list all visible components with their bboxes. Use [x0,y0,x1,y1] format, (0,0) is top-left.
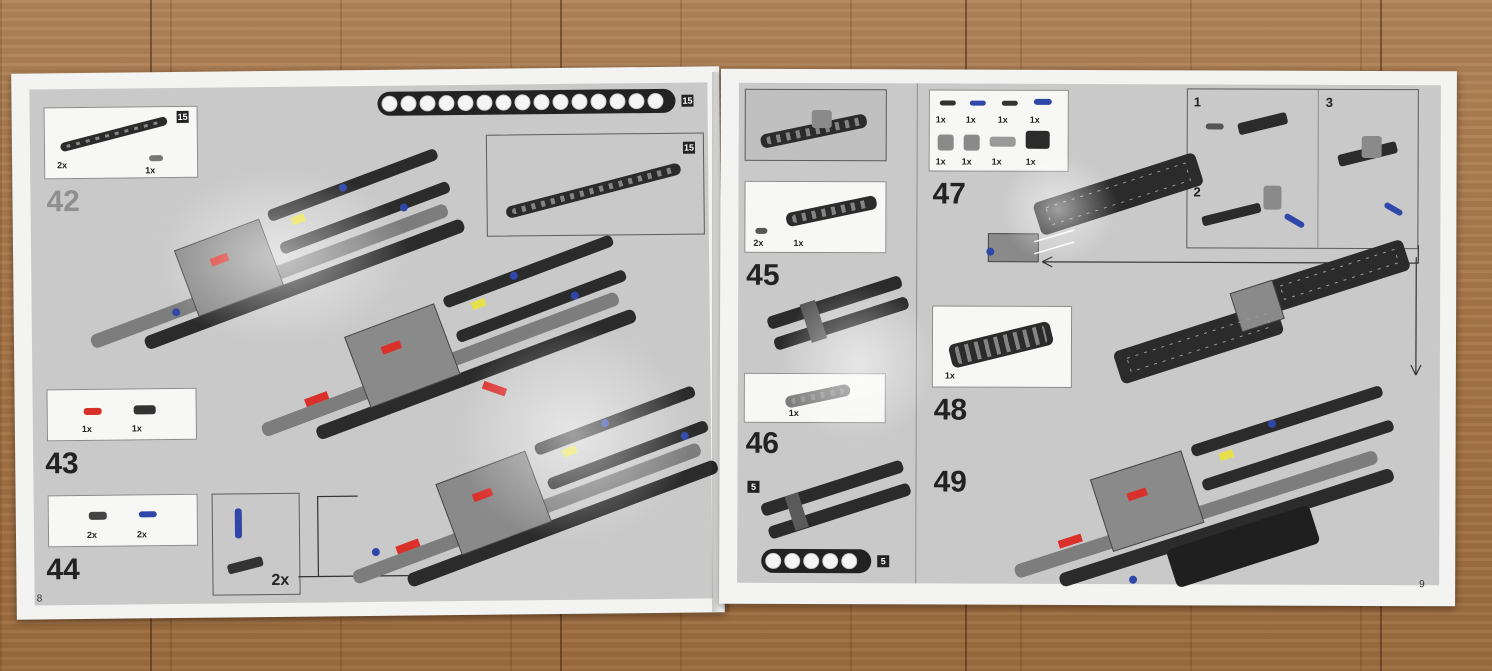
step-number-44: 44 [46,553,80,587]
callout-length-tag: 15 [682,141,696,154]
step-number-49: 49 [933,465,967,499]
subassembly-frame: 2x [211,492,301,596]
subassembly-multiplier: 2x [271,571,290,590]
page-right-background: 2x 1x 45 1x 46 5 5 [737,82,1441,587]
step-number-43: 43 [45,447,79,481]
pin-part [1001,100,1018,106]
beam-part [947,320,1055,369]
assembly-illustration-step-48-result [1113,240,1422,384]
part-qty: 2x [86,529,98,540]
part-length-tag: 15 [176,110,189,123]
part-qty: 1x [1029,114,1040,125]
assembly-illustration-step-46 [761,460,911,539]
previous-assembly-frame [744,88,887,162]
substep-3: 3 [1325,94,1334,110]
parts-panel-step-45: 2x 1x [744,180,887,254]
instruction-page-left: 15 2x 1x 42 15 15 [11,66,725,620]
blue-pin-part [1383,201,1404,217]
substep-1: 1 [1193,94,1202,110]
beam-part [59,115,169,153]
part-qty: 1x [935,156,946,167]
substep-divider [1317,89,1319,248]
parts-panel-step-46: 1x [743,372,886,424]
connector-part [226,555,265,575]
angle-beam-part [1237,111,1289,136]
assembly-illustration-step-49 [1014,386,1394,587]
part-qty: 1x [131,423,142,434]
column-divider [915,83,918,584]
blue-pin-part [138,511,157,518]
part-qty: 1x [961,156,972,167]
blue-pin-part [1283,212,1306,229]
pin-part [1205,123,1224,130]
counter-tag: 15 [681,94,694,107]
pin-part [939,100,956,106]
connector-part [88,511,107,520]
callout-frame: 15 [485,132,705,237]
part-qty: 1x [944,370,955,381]
beam-part [784,194,878,228]
pin-part [755,227,768,234]
connector-part [133,405,156,415]
part-qty: 1x [997,114,1008,125]
part-qty: 1x [965,114,976,125]
connector-part [1263,185,1282,210]
part-qty: 2x [136,529,148,540]
part-qty: 1x [793,237,804,249]
part-qty: 2x [753,237,764,248]
page-left-background: 15 2x 1x 42 15 15 [29,82,718,606]
part-qty: 1x [81,423,92,435]
beam-length-counter [761,548,872,574]
connector-part [1361,135,1382,159]
connector-part [963,134,980,151]
parts-panel-step-48: 1x [931,305,1073,388]
substep-frame: 1 2 3 [1186,88,1419,250]
blue-pin-part [969,100,986,106]
connector-part [937,134,954,151]
page-number-left: 8 [36,593,43,605]
red-pin-part [83,407,102,415]
step-number-48: 48 [933,393,968,427]
part-qty: 1x [935,114,946,125]
blue-pin-part [1033,98,1052,105]
step-number-47: 47 [932,177,966,211]
parts-panel-step-43: 1x 1x [46,387,198,442]
counter-tag: 5 [877,555,890,568]
instruction-page-right: 2x 1x 45 1x 46 5 5 [719,68,1457,607]
part-qty: 1x [788,407,799,418]
assembly-illustration-step-44 [353,386,718,587]
blue-pin-part [234,508,243,539]
beam-length-counter [377,88,676,116]
beam-part [784,383,852,409]
assembly-illustration-step-45 [767,276,909,350]
parts-panel-step-44: 2x 2x [47,493,199,548]
page-number-right: 9 [1419,579,1425,591]
beam-part [504,162,683,220]
connector-part [811,110,832,129]
